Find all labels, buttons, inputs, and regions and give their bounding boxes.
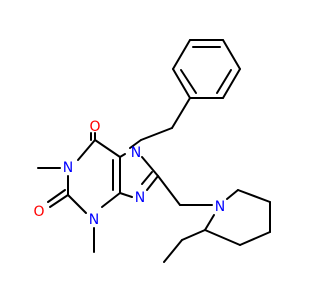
- piperidine-ring: [204, 189, 271, 246]
- oxygen-atom-c6: O: [89, 119, 100, 135]
- carbonyl-bonds: [47, 132, 96, 208]
- nitrogen-atom-n1: N: [63, 160, 73, 176]
- methylene-link: [157, 175, 213, 206]
- nitrogen-atom-piperidine: N: [215, 199, 225, 215]
- phenethyl-chain: [129, 97, 191, 149]
- phenyl-ring: [172, 39, 241, 99]
- nitrogen-atom-n7: N: [131, 145, 141, 161]
- methyl-bonds: [37, 167, 95, 253]
- purine-core: [67, 139, 159, 214]
- nitrogen-atom-n9: N: [135, 190, 145, 206]
- structure-diagram: O O N N N N N: [33, 39, 271, 263]
- nitrogen-atom-n3: N: [89, 212, 99, 228]
- oxygen-atom-c2: O: [33, 204, 44, 220]
- ethyl-substituent: [163, 229, 206, 263]
